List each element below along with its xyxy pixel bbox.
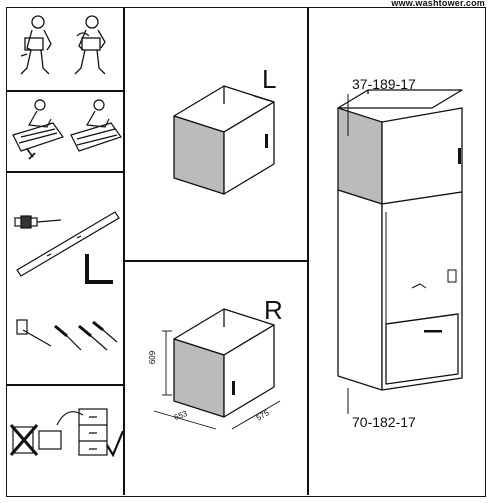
cabinet-l-letter: L [262, 64, 277, 94]
top-part-code: 37-189-17 [352, 76, 416, 92]
screwdriver-hammer-icons [7, 286, 123, 384]
instruction-sheet: L R 609 653 575 [6, 7, 486, 497]
divider-left-2 [7, 171, 124, 173]
divider-left [123, 8, 125, 495]
cabinet-r-letter: R [264, 295, 283, 325]
tools-level-square-icons [7, 172, 123, 285]
website-url: www.washtower.com [391, 0, 485, 8]
recycle-packaging-icons [7, 385, 123, 495]
divider-right [307, 8, 309, 495]
divider-left-1 [7, 90, 124, 92]
divider-left-3 [7, 384, 124, 386]
dim-height-label: 609 [148, 350, 158, 365]
cabinet-l-illustration: L [124, 8, 307, 260]
cabinet-r-illustration: R 609 653 575 [124, 261, 307, 495]
two-person-assembly-icons [7, 8, 123, 90]
protect-floor-icons [7, 91, 123, 171]
bottom-part-code: 70-182-17 [352, 414, 416, 430]
tower-illustration: 37-189-17 70-182-17 [308, 8, 486, 495]
divider-middle [124, 260, 308, 262]
